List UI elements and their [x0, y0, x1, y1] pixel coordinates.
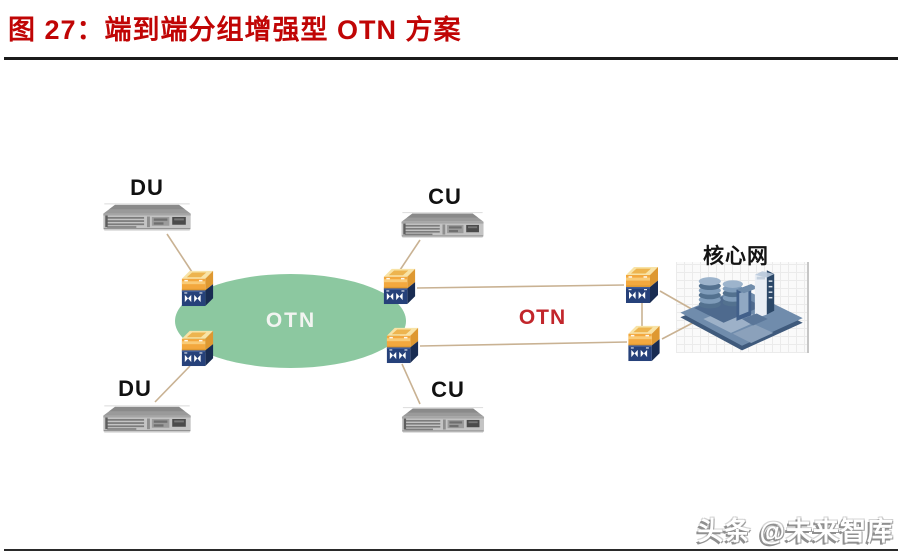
title-divider — [4, 57, 898, 60]
otn-device-icon — [623, 264, 661, 304]
rack-server-icon — [398, 404, 488, 435]
otn-ring-ellipse — [175, 274, 406, 368]
du-bottom-label: DU — [118, 376, 152, 401]
otn-link-label: OTN — [518, 306, 567, 329]
otn-device-icon — [625, 323, 663, 362]
du-top-label: DU — [130, 175, 164, 200]
figure-title: 图 27：端到端分组增强型 OTN 方案 — [8, 15, 462, 45]
cu-bottom-label: CU — [431, 377, 465, 402]
rack-server-icon — [103, 402, 191, 435]
rack-server-icon — [398, 209, 487, 240]
core-network-label: 核心网 — [703, 245, 769, 268]
otn-device-icon — [384, 325, 421, 364]
otn-device-icon — [381, 266, 418, 305]
otn-ring-label: OTN — [265, 309, 317, 332]
bottom-divider — [4, 549, 898, 551]
core-network-illustration — [676, 262, 808, 354]
cu-top-label: CU — [428, 184, 462, 209]
otn-device-icon — [179, 328, 216, 367]
watermark: 头条 @未来智库 — [697, 516, 894, 546]
otn-device-icon — [179, 268, 216, 307]
rack-server-icon — [103, 200, 191, 233]
